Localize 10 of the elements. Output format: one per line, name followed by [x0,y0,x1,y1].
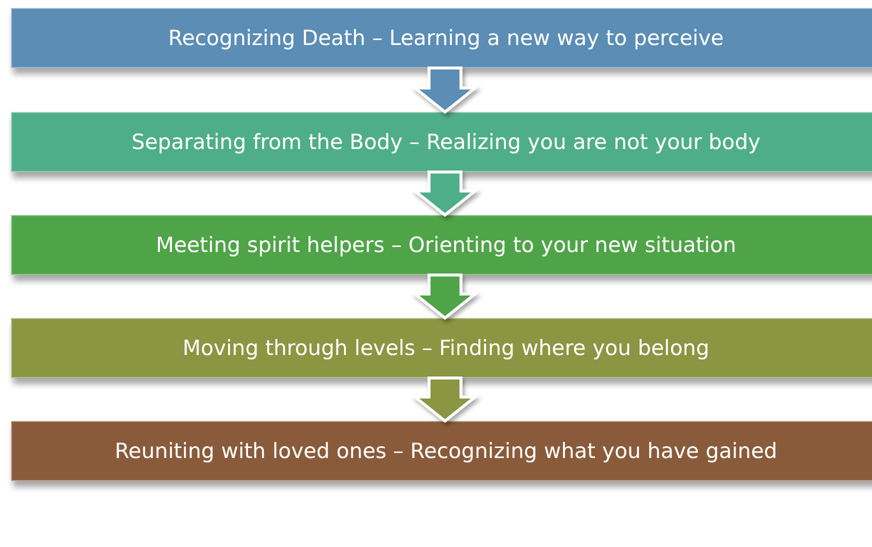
step-text: Separating from the Body – Realizing you are not your body [132,130,760,154]
step-text: Meeting spirit helpers – Orienting to your new situation [156,233,736,257]
process-box [11,318,872,378]
step-text: Reuniting with loved ones – Recognizing what you have gained [114,439,778,463]
process-box [11,421,872,481]
step-text: Moving through levels – Finding where you belong [182,336,710,360]
process-box [11,112,872,172]
process-box [11,215,872,275]
step-text: Recognizing Death – Learning a new way to perceive [168,26,724,50]
process-box [11,8,872,68]
